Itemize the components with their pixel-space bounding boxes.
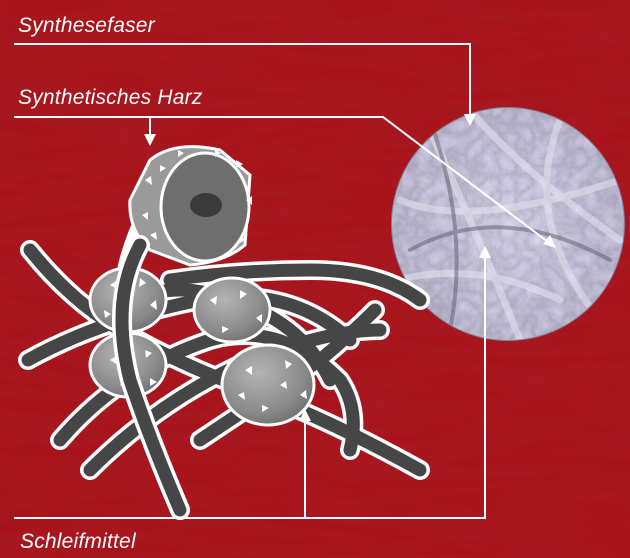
arrow-icon <box>144 134 156 146</box>
label-synthetic-fiber: Synthesefaser <box>18 14 155 38</box>
resin-blob <box>194 278 270 342</box>
label-synthetic-resin: Synthetisches Harz <box>18 86 203 110</box>
label-abrasive: Schleifmittel <box>20 530 136 554</box>
resin-blob <box>222 345 314 425</box>
